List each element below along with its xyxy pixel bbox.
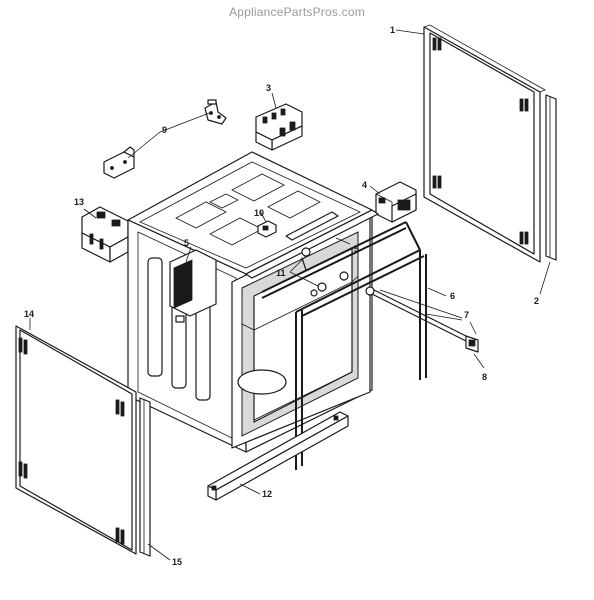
- callout-8: 8: [482, 372, 487, 382]
- part-5-vent-bracket[interactable]: [169, 249, 217, 323]
- callout-14: 14: [24, 309, 34, 319]
- part-8-fitting[interactable]: [465, 335, 479, 353]
- callout-13: 13: [74, 197, 84, 207]
- part-3-top-bracket[interactable]: [255, 103, 303, 151]
- part-4-right-bracket[interactable]: [375, 181, 417, 223]
- part-14-left-side-panel[interactable]: [15, 325, 137, 555]
- tub-frame-assembly[interactable]: [127, 151, 379, 453]
- callout-3: 3: [266, 83, 271, 93]
- part-11-hinge-pins[interactable]: [301, 247, 349, 297]
- watermark: AppliancePartsPros.com: [229, 5, 365, 19]
- callout-1: 1: [390, 25, 395, 35]
- callout-10: 10: [254, 208, 264, 218]
- part-10-latch[interactable]: [257, 220, 277, 238]
- part-7-arm-rod[interactable]: [365, 286, 473, 345]
- part-2-right-trim-strip[interactable]: [545, 94, 557, 261]
- leader-lines: [29, 29, 551, 561]
- part-1-right-side-panel[interactable]: [423, 24, 546, 263]
- part-13-left-bracket[interactable]: [81, 206, 129, 263]
- part-12-bottom-rail[interactable]: [207, 411, 349, 501]
- part-15-left-trim-strip[interactable]: [139, 397, 151, 557]
- callout-15: 15: [172, 557, 182, 567]
- callout-12: 12: [262, 489, 272, 499]
- callout-9: 9: [162, 125, 167, 135]
- callout-11: 11: [276, 268, 286, 278]
- callout-2: 2: [534, 296, 539, 306]
- callout-6: 6: [450, 291, 455, 301]
- callout-5a: 5: [184, 238, 189, 248]
- callout-5b: 5: [354, 244, 359, 254]
- part-9-brackets[interactable]: [103, 99, 227, 179]
- callout-7: 7: [464, 310, 469, 320]
- callout-4: 4: [362, 180, 367, 190]
